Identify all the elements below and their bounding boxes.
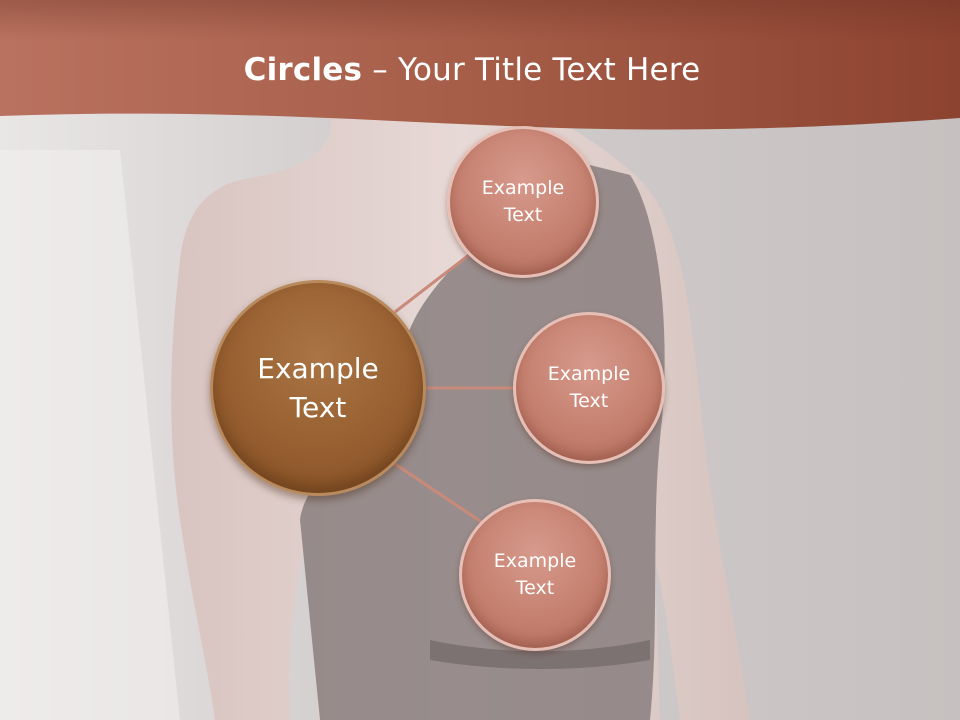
top-circle-line2: Text xyxy=(503,204,543,226)
top-circle[interactable]: Example Text xyxy=(447,126,599,278)
bottom-circle-line2: Text xyxy=(515,577,555,599)
bottom-circle[interactable]: Example Text xyxy=(459,499,611,651)
top-circle-line1: Example xyxy=(481,177,565,200)
center-circle[interactable]: Example Text xyxy=(210,280,426,496)
title-bold: Circles xyxy=(243,52,363,88)
slide-title: Circles – Your Title Text Here xyxy=(0,52,944,88)
center-circle-text: Example Text xyxy=(257,349,378,427)
bottom-circle-line1: Example xyxy=(493,550,577,573)
connector-bottom xyxy=(394,462,484,525)
connector-top xyxy=(394,246,479,314)
middle-circle-line1: Example xyxy=(547,363,631,386)
center-circle-line1: Example xyxy=(257,351,379,385)
title-rest: – Your Title Text Here xyxy=(362,52,701,88)
center-circle-line2: Text xyxy=(289,391,347,424)
middle-circle-text: Example Text xyxy=(548,361,630,414)
bottom-circle-text: Example Text xyxy=(494,548,576,601)
middle-circle-line2: Text xyxy=(569,390,609,412)
middle-circle[interactable]: Example Text xyxy=(513,312,665,464)
top-circle-text: Example Text xyxy=(482,175,564,228)
